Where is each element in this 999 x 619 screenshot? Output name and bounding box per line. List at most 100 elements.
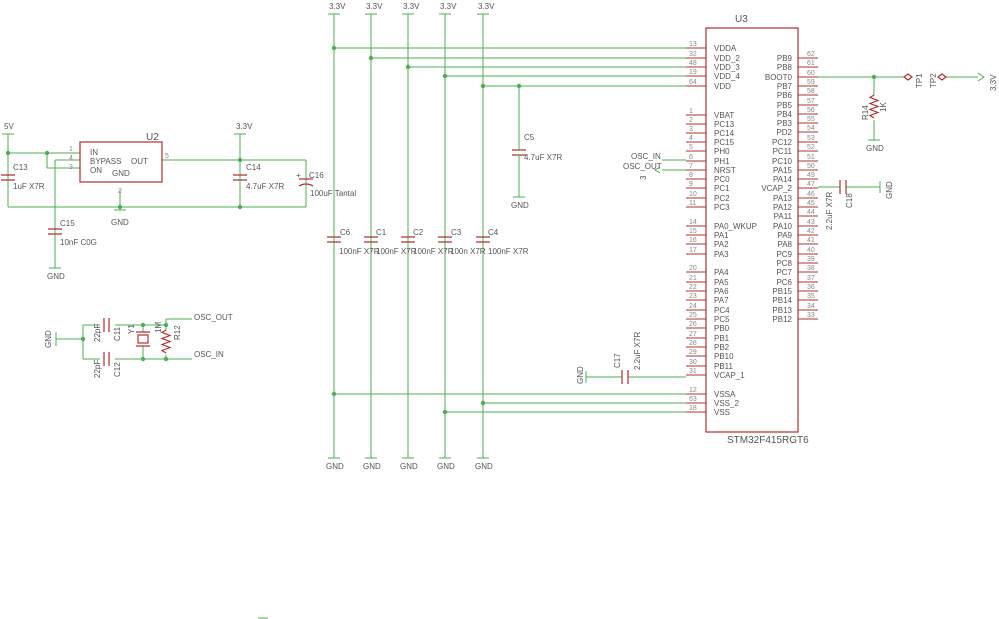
u3-pin-name: VDD_3 [714, 63, 740, 72]
supply-label-c4: 3.3V [478, 2, 495, 11]
oscillator-section: GND OSC_OUT OSC_IN [44, 313, 233, 362]
u3-pin-name: PB6 [777, 91, 793, 100]
cap-c15[interactable]: C15 10nF C0G [48, 219, 97, 247]
u3-pin-number: 55 [807, 116, 815, 123]
testpoint-tp2[interactable]: TP2 [929, 73, 947, 88]
gnd-label-c5: GND [511, 201, 529, 210]
net-label-channel-number: 3 [639, 175, 648, 180]
supply-bus: 3.3V 3.3V 3.3V 3.3V 3.3V GND GND GND GND… [326, 2, 686, 471]
u3-pin-name: PC5 [714, 315, 730, 324]
cap-c14[interactable]: C14 4.7uF X7R [233, 163, 284, 191]
cap-c11-value: 22pF [93, 324, 102, 342]
cap-c1[interactable]: C1 100nF X7R [364, 228, 417, 256]
cap-c18-ref: C18 [845, 193, 854, 208]
u3-pin-number: 38 [807, 265, 815, 272]
u3-pin-name: PA13 [773, 194, 793, 203]
cap-c3[interactable]: C3 100n X7R [438, 228, 486, 256]
u3-pin-number: 39 [807, 256, 815, 263]
cap-c18[interactable]: 2.2uF X7R C18 GND [818, 180, 894, 230]
cap-c5[interactable]: C5 4.7uF X7R [512, 133, 562, 165]
cap-c15-ref: C15 [60, 219, 75, 228]
u3-pin-name: PB7 [777, 82, 793, 91]
u3-pin-name: PC10 [772, 157, 793, 166]
testpoint-tp1[interactable]: TP1 [903, 73, 924, 88]
u3-pin-number: 48 [689, 60, 697, 67]
u3-pin-number: 5 [689, 144, 693, 151]
resistor-r14-value: 1K [879, 102, 888, 112]
resistor-r14[interactable]: R14 1K [861, 94, 888, 120]
u3-pin-number: 16 [689, 237, 697, 244]
u3-pin-number: 40 [807, 247, 815, 254]
crystal-y1[interactable]: Y1 [127, 324, 150, 347]
cap-c5-ref: C5 [524, 133, 535, 142]
u2-ref: U2 [146, 132, 159, 143]
testpoint-tp2-ref: TP2 [929, 73, 938, 88]
u2-pin-gnd: GND [112, 169, 130, 178]
u3-pin-number: 22 [689, 284, 697, 291]
cap-c1-ref: C1 [376, 228, 387, 237]
u3-pin-number: 29 [689, 349, 697, 356]
regulator-u2[interactable]: U2 IN BYPASS OUT ON GND 1 4 3 5 2 [69, 132, 169, 195]
gnd-label-c2: GND [400, 462, 418, 471]
u3-pin-number: 64 [689, 79, 697, 86]
u3-pin-number: 11 [689, 200, 696, 207]
u3-pin-number: 18 [689, 405, 697, 412]
cap-c2[interactable]: C2 100nF X7R [401, 228, 454, 256]
u3-pin-number: 20 [689, 265, 697, 272]
cap-c15-value: 10nF C0G [60, 238, 97, 247]
u3-pin-name: PC13 [714, 120, 735, 129]
cap-c12[interactable]: 22pF C12 [93, 352, 122, 378]
u3-pin-number: 13 [689, 41, 697, 48]
u3-pin-name: PC3 [714, 203, 730, 212]
cap-c3-ref: C3 [451, 228, 462, 237]
supply-label-c3: 3.3V [440, 2, 457, 11]
cap-c16[interactable]: + C16 100uF Tantal [296, 171, 356, 198]
u3-pin-number: 43 [807, 219, 815, 226]
u3-pin-number: 15 [689, 228, 697, 235]
cap-c17-ref: C17 [613, 353, 622, 368]
u3-pin-number: 27 [689, 331, 697, 338]
supply-label-c1: 3.3V [366, 2, 383, 11]
cap-c3-value: 100n X7R [450, 247, 486, 256]
u3-pin-number: 36 [807, 284, 815, 291]
testpoint-tp1-ref: TP1 [915, 73, 924, 88]
u3-pin-number: 10 [689, 191, 697, 198]
u3-pin-name: PA4 [714, 268, 729, 277]
cap-c13-value: 1uF X7R [13, 182, 45, 191]
gnd-label-c6: GND [326, 462, 344, 471]
gnd-label-c17: GND [576, 366, 585, 384]
u3-pin-number: 44 [807, 209, 815, 216]
cap-c6[interactable]: C6 100nF X7R [327, 228, 380, 256]
u3-right-pins: 62PB961PB860BOOT059PB758PB657PB556PB455P… [761, 51, 818, 324]
u3-pin-name: PC15 [714, 138, 735, 147]
u3-pin-name: PC7 [776, 268, 792, 277]
resistor-r12[interactable]: 1M R12 [154, 322, 182, 354]
u3-pin-name: PA12 [773, 203, 793, 212]
u3-pin-name: PB8 [777, 63, 793, 72]
u2-pin-out: OUT [131, 157, 148, 166]
cap-c11[interactable]: 22pF C11 [93, 318, 122, 342]
u3-ref: U3 [735, 14, 748, 25]
u3-pin-number: 28 [689, 340, 697, 347]
u3-pin-name: PB2 [714, 343, 730, 352]
u3-pin-name: VSS_2 [714, 399, 739, 408]
gnd-label-c18: GND [885, 181, 894, 199]
u3-pin-name: VCAP_2 [761, 184, 792, 193]
u3-pin-number: 4 [689, 135, 693, 142]
cap-c4[interactable]: C4 100nF X7R [476, 228, 529, 256]
cap-c13[interactable]: C13 1uF X7R [1, 163, 45, 191]
u3-pin-name: PC8 [776, 259, 792, 268]
u3-pin-number: 47 [807, 181, 815, 188]
u3-pin-name: VDD_4 [714, 72, 740, 81]
cap-c17[interactable]: GND C17 2.2uF X7R [576, 332, 686, 384]
u3-pin-name: VSS [714, 408, 730, 417]
u3-pin-name: PA8 [777, 240, 792, 249]
gnd-label-c15: GND [47, 272, 65, 281]
cap-c6-ref: C6 [340, 228, 351, 237]
u3-pin-number: 8 [689, 172, 693, 179]
u3-pin-number: 14 [689, 219, 697, 226]
u3-pin-number: 54 [807, 125, 815, 132]
u2-pinnum-3: 3 [69, 164, 73, 171]
u3-pin-name: PA5 [714, 278, 729, 287]
